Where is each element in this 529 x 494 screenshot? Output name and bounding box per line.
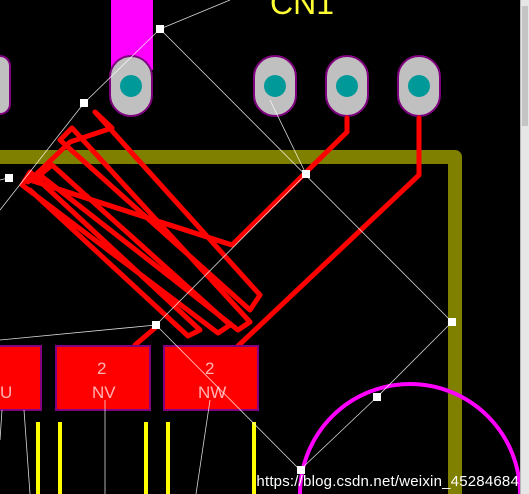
svg-text:NW: NW: [198, 383, 226, 402]
serpentine-meander: [19, 109, 263, 348]
svg-text:NV: NV: [92, 383, 116, 402]
silkscreen-lines: [36, 422, 256, 494]
through-hole-pad[interactable]: [325, 55, 369, 117]
smd-pad-nv[interactable]: 2 NV: [55, 345, 151, 411]
selection-handles[interactable]: [5, 25, 456, 474]
through-hole-pad[interactable]: [0, 55, 11, 115]
mounting-hole-outline[interactable]: [298, 382, 522, 494]
through-hole-pad[interactable]: [397, 55, 441, 117]
board-outline[interactable]: [0, 150, 462, 494]
component-designator: CN1: [270, 0, 334, 21]
smd-pad-nw[interactable]: 2 NW: [163, 345, 259, 411]
vertical-scrollbar[interactable]: [520, 0, 529, 494]
through-hole-pad[interactable]: [109, 55, 153, 117]
trace-to-pad-5: [235, 115, 422, 349]
pad-row: [0, 55, 441, 117]
scrollbar-thumb[interactable]: [522, 6, 528, 126]
ratsnest-lines: [0, 0, 453, 494]
svg-text:2: 2: [205, 359, 214, 378]
smd-pad[interactable]: U: [0, 345, 42, 411]
through-hole-pad[interactable]: [253, 55, 297, 117]
svg-text:U: U: [0, 383, 12, 402]
svg-text:2: 2: [97, 359, 106, 378]
watermark: https://blog.csdn.net/weixin_45284684: [256, 473, 519, 490]
copper-traces[interactable]: [19, 109, 422, 349]
